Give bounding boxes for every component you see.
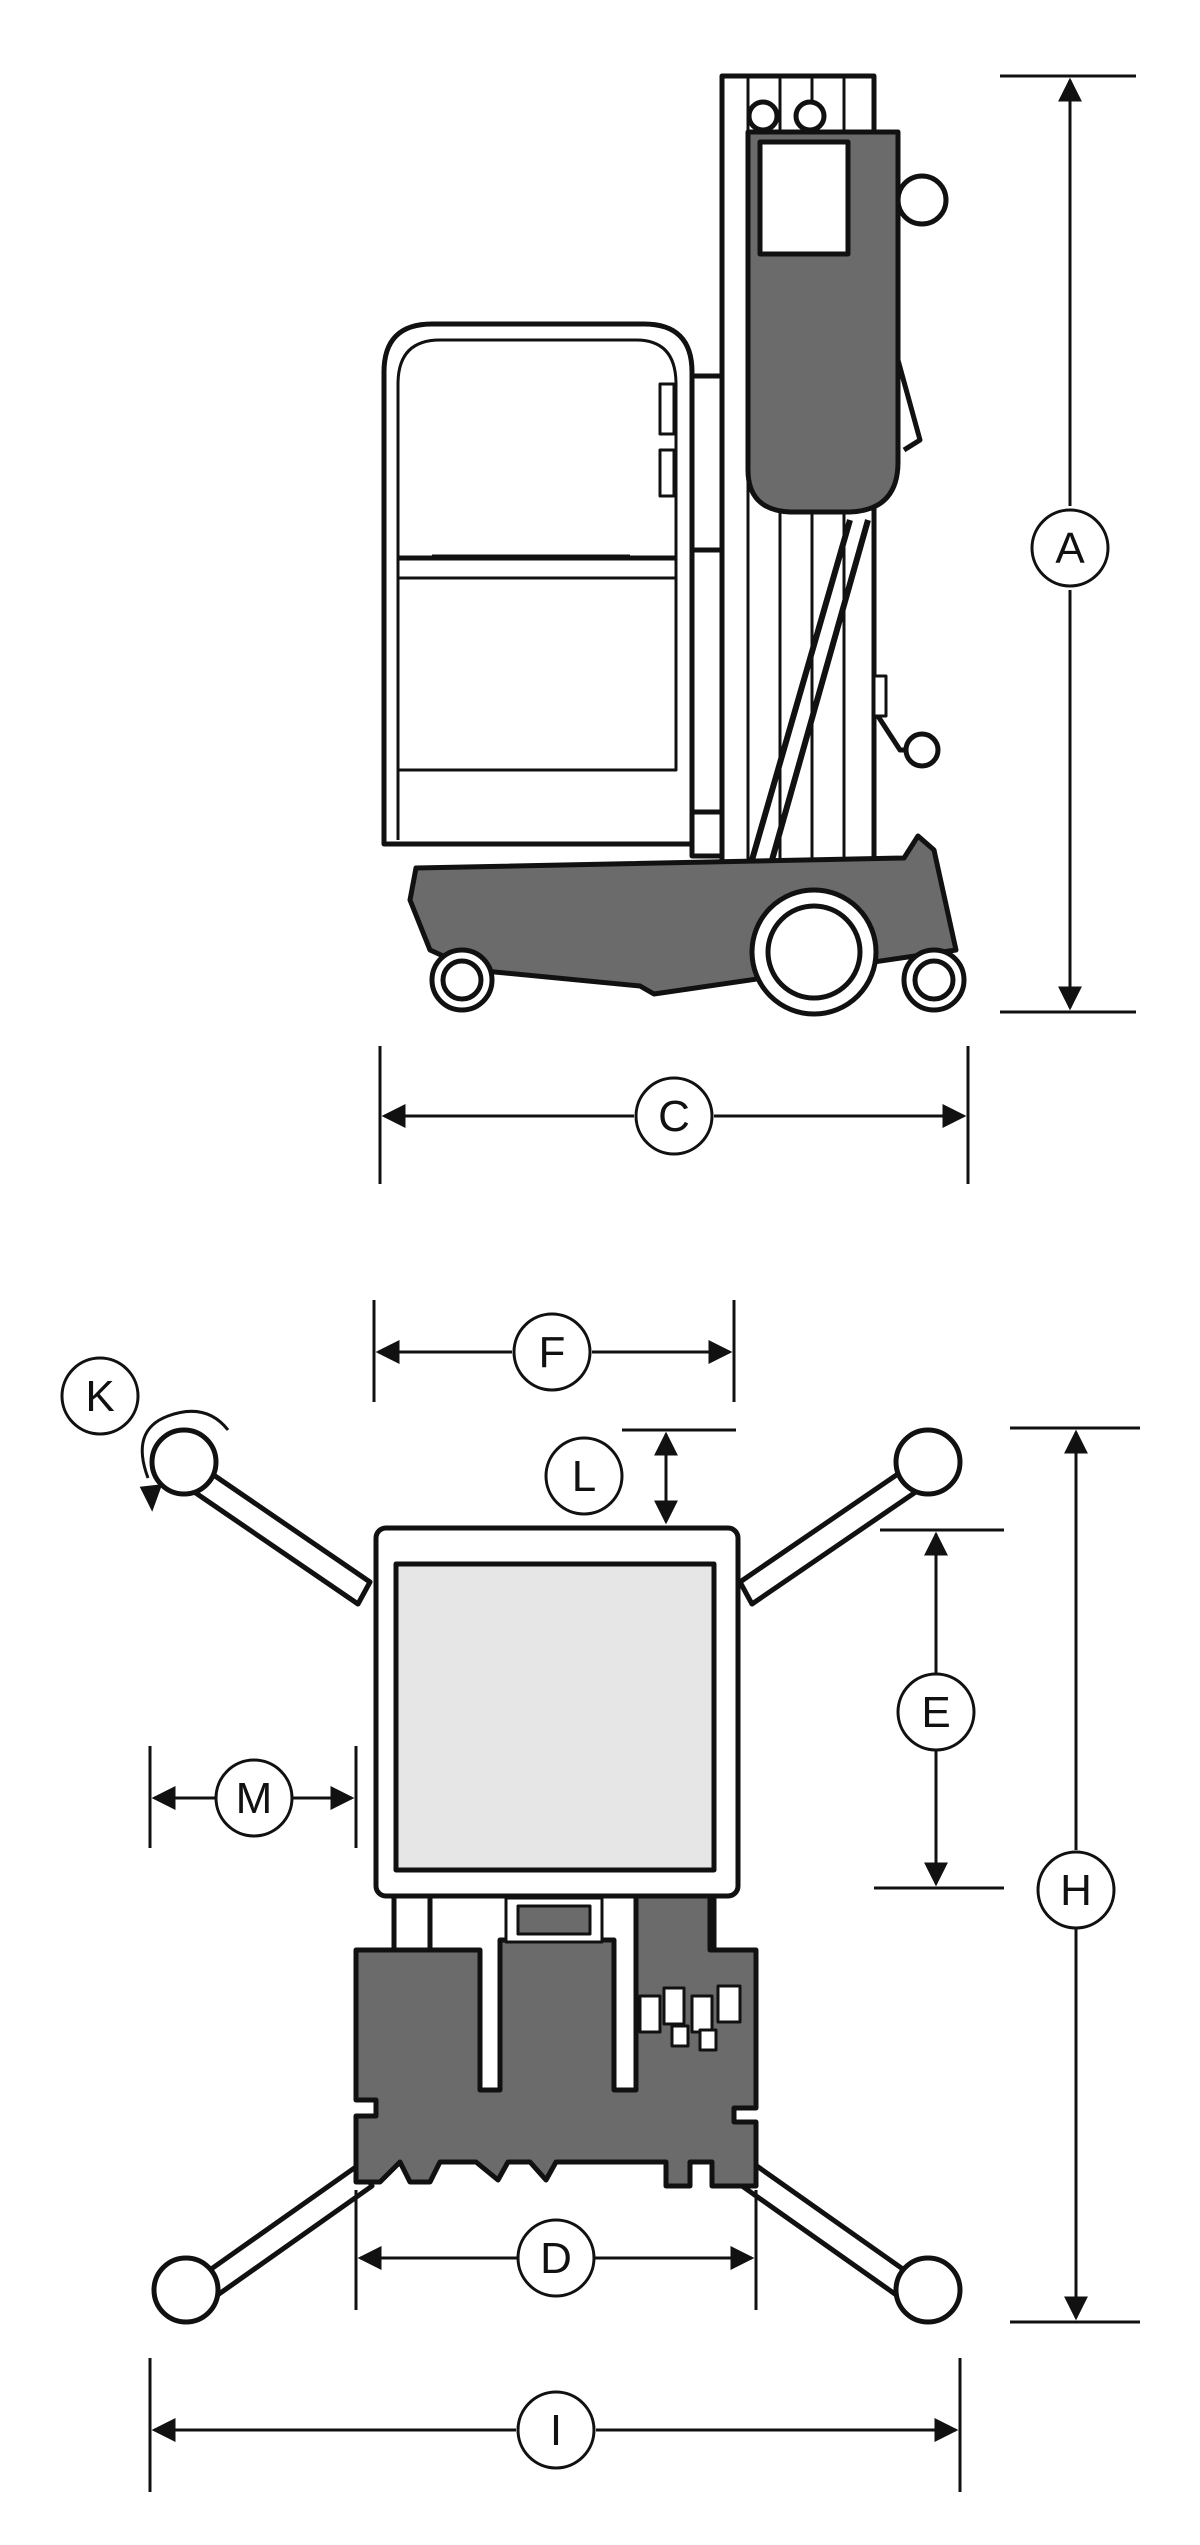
outrigger-pad-top-right: [893, 1427, 963, 1497]
label-c: C: [658, 1092, 690, 1141]
outrigger-pad-top-left: [149, 1427, 219, 1497]
dimension-a: [1000, 74, 1136, 1014]
chassis: [407, 833, 967, 1017]
label-i: I: [550, 2406, 562, 2455]
dimension-f: [372, 1300, 736, 1402]
dimension-e: [874, 1528, 1004, 1890]
side-view: [381, 73, 967, 1017]
label-k: K: [85, 1372, 114, 1421]
dimension-d: [354, 2190, 758, 2310]
dimension-i: [148, 2358, 962, 2492]
outriggers: [149, 1427, 963, 2325]
carriage: [745, 129, 949, 769]
label-l: L: [572, 1452, 596, 1501]
top-view: [149, 1427, 963, 2325]
label-e: E: [921, 1688, 950, 1737]
label-h: H: [1060, 1866, 1092, 1915]
base-top: [353, 1893, 759, 2189]
dimension-m: [148, 1746, 358, 1848]
label-d: D: [540, 2234, 572, 2283]
platform-top: [373, 1525, 741, 1899]
label-f: F: [539, 1328, 566, 1377]
platform-cage: [381, 321, 725, 859]
dimension-c: [378, 1046, 970, 1184]
dimension-l: [544, 1428, 736, 1525]
label-a: A: [1055, 524, 1085, 573]
label-m: M: [236, 1774, 273, 1823]
outrigger-pad-bottom-left: [151, 2255, 221, 2325]
outrigger-pad-bottom-right: [893, 2255, 963, 2325]
dimension-h: [1010, 1426, 1140, 2324]
rotation-k: [60, 1356, 230, 1512]
